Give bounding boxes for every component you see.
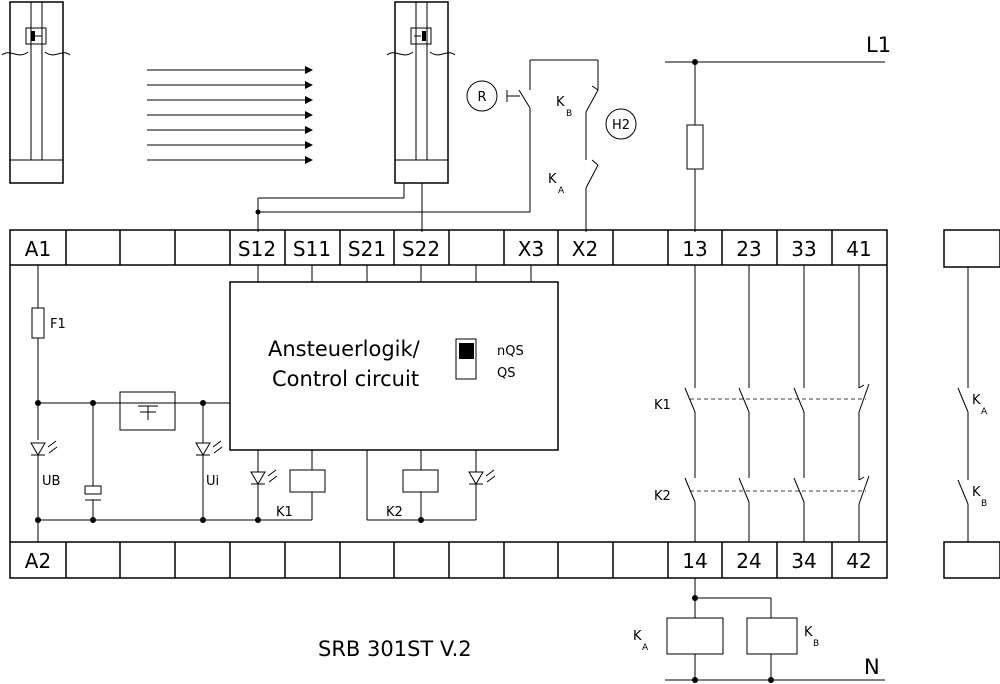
transmitter-icon (25, 27, 47, 45)
output-contacts: K1 K2 (654, 265, 870, 542)
terminal-a2: A2 (25, 549, 51, 573)
terminal-x3: X3 (518, 237, 544, 261)
switch-nqs-label: nQS (497, 344, 524, 359)
switch-qs-label: QS (497, 366, 515, 381)
svg-text:A: A (981, 407, 988, 417)
terminal-13: 13 (682, 237, 707, 261)
capacitor-symbol (84, 485, 102, 495)
svg-text:B: B (566, 109, 572, 119)
reset-button-symbol (466, 80, 498, 112)
k2-led-icon (468, 471, 484, 485)
fuse-f1-symbol (31, 307, 45, 339)
rectifier-symbol (119, 391, 176, 431)
svg-text:K: K (972, 485, 981, 500)
control-title-line2: Control circuit (272, 367, 419, 391)
svg-text:B: B (981, 499, 987, 509)
k2-coil-symbol (402, 469, 439, 493)
l1-label: L1 (866, 33, 891, 57)
k1-coil-symbol (289, 469, 326, 493)
ub-led-icon (30, 442, 46, 456)
terminal-41: 41 (846, 237, 871, 261)
terminal-a1: A1 (25, 237, 51, 261)
fuse-symbol (686, 124, 704, 170)
kb-coil-symbol (746, 617, 798, 655)
k1-coil-label: K1 (276, 505, 293, 520)
svg-text:A: A (558, 186, 565, 196)
terminal-23: 23 (736, 237, 761, 261)
k1-led-icon (250, 471, 266, 485)
control-circuit: Ansteuerlogik/ Control circuit nQS QS (229, 265, 559, 451)
k2-coil-label: K2 (386, 505, 403, 520)
terminal-14: 14 (682, 549, 707, 573)
terminal-x2: X2 (572, 237, 598, 261)
bottom-terminal-strip: A2 14 24 34 42 (25, 542, 872, 578)
svg-text:B: B (813, 639, 819, 649)
l1-supply: L1 (665, 33, 891, 232)
h2-indicator-symbol (605, 108, 637, 140)
terminal-s12: S12 (238, 237, 276, 261)
terminal-24: 24 (736, 549, 761, 573)
ui-label: Ui (206, 474, 219, 489)
qs-switch (455, 338, 477, 380)
svg-text:K: K (556, 95, 565, 110)
light-beams (147, 66, 313, 164)
svg-text:K: K (804, 625, 813, 640)
ui-led-icon (195, 442, 211, 456)
light-curtain-transmitter (1, 1, 71, 184)
svg-text:A: A (642, 643, 649, 653)
k2-contacts-label: K2 (654, 489, 671, 504)
ka-coil-symbol (666, 617, 724, 655)
external-contactors: K A K B N (633, 578, 885, 683)
terminal-34: 34 (791, 549, 816, 573)
n-label: N (864, 655, 880, 679)
model-label: SRB 301ST V.2 (318, 637, 472, 661)
svg-text:K: K (548, 172, 557, 187)
k1-contacts-label: K1 (654, 398, 671, 413)
receiver-icon (410, 27, 432, 45)
terminal-s11: S11 (293, 237, 331, 261)
terminal-33: 33 (791, 237, 816, 261)
power-supply-circuit: F1 UB Ui (30, 265, 312, 542)
f1-label: F1 (50, 317, 66, 332)
h2-label: H2 (612, 118, 630, 133)
svg-text:K: K (633, 629, 642, 644)
ub-label: UB (42, 474, 60, 489)
reset-feedback-circuit: R K B K A H2 (466, 59, 637, 232)
control-title-line1: Ansteuerlogik/ (268, 337, 421, 361)
light-curtain-receiver (257, 1, 456, 232)
terminal-42: 42 (846, 549, 871, 573)
expansion-block: K A K B (943, 229, 1000, 579)
terminal-s22: S22 (402, 237, 440, 261)
reset-label: R (477, 90, 486, 105)
relay-coils: K1 K2 (250, 450, 496, 523)
terminal-s21: S21 (348, 237, 386, 261)
top-terminal-strip: A1 S12 S11 S21 S22 X3 X2 13 23 33 41 (25, 230, 872, 265)
svg-text:K: K (972, 393, 981, 408)
